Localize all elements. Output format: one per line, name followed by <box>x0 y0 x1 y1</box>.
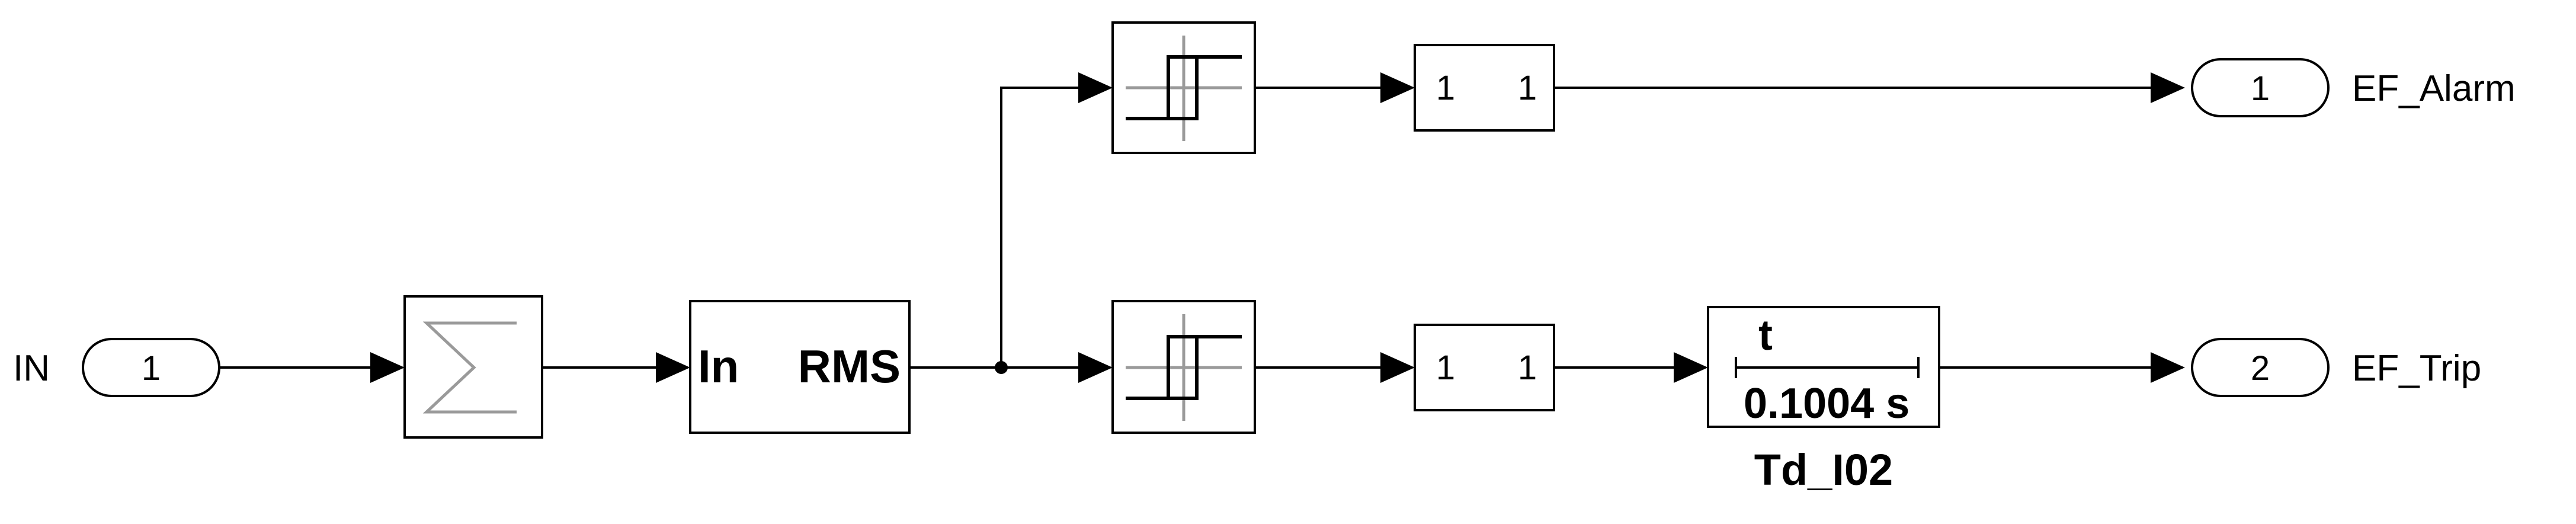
hysteresis-icon <box>1126 314 1242 421</box>
branch-point <box>995 361 1008 374</box>
rms-label-rms: RMS <box>798 340 901 392</box>
outport-alarm-number: 1 <box>2251 69 2270 108</box>
inport-shape <box>82 338 220 397</box>
timeline-icon <box>1735 357 1920 378</box>
arrow-into-alarm-out <box>2151 72 2185 103</box>
relay-block-trip[interactable] <box>1111 300 1256 434</box>
delay-block[interactable]: t 0.1004 s Td_I02 <box>1707 306 1940 494</box>
arrow-into-trip-out <box>2151 352 2185 383</box>
wire-branch-to-alarm-relay <box>1000 87 1081 368</box>
outport-alarm-label: EF_Alarm <box>2352 68 2516 109</box>
outport-trip-number: 2 <box>2251 349 2270 388</box>
gain-alarm-right: 1 <box>1518 69 1537 107</box>
arrow-into-alarm-relay <box>1078 72 1113 103</box>
sigma-icon <box>422 321 517 414</box>
gain-trip-right: 1 <box>1518 349 1537 387</box>
gain-trip-frame <box>1414 324 1555 411</box>
relay-block-alarm[interactable] <box>1111 21 1256 154</box>
arrow-into-trip-gain <box>1380 352 1415 383</box>
arrow-into-rms <box>656 352 690 383</box>
gain-block-trip[interactable]: 1 1 <box>1414 324 1555 411</box>
outport-ef-alarm[interactable]: 1 EF_Alarm <box>2191 58 2516 117</box>
rms-block-frame <box>689 300 911 434</box>
gain-trip-left: 1 <box>1436 349 1455 387</box>
hysteresis-icon <box>1126 36 1242 141</box>
delay-value: 0.1004 s <box>1744 380 1909 427</box>
arrow-into-delay <box>1674 352 1708 383</box>
inport-label: IN <box>13 348 50 389</box>
gain-alarm-left: 1 <box>1436 69 1455 107</box>
arrowheads <box>370 72 2185 383</box>
signal-wires <box>219 87 2154 374</box>
delay-block-name: Td_I02 <box>1754 445 1893 494</box>
outport-ef-trip[interactable]: 2 EF_Trip <box>2191 338 2481 397</box>
delay-symbol: t <box>1758 312 1773 359</box>
rms-label-in: In <box>698 340 739 392</box>
inport-in[interactable]: IN 1 <box>13 338 220 397</box>
outport-trip-shape <box>2191 338 2330 397</box>
rms-block[interactable]: In RMS <box>689 300 911 434</box>
inport-number: 1 <box>142 349 161 388</box>
outport-trip-label: EF_Trip <box>2352 348 2481 389</box>
sum-block[interactable] <box>403 295 543 439</box>
arrow-into-trip-relay <box>1078 352 1113 383</box>
outport-alarm-shape <box>2191 58 2330 117</box>
gain-alarm-frame <box>1414 44 1555 132</box>
arrow-into-sum <box>370 352 405 383</box>
gain-block-alarm[interactable]: 1 1 <box>1414 44 1555 132</box>
arrow-into-alarm-gain <box>1380 72 1415 103</box>
